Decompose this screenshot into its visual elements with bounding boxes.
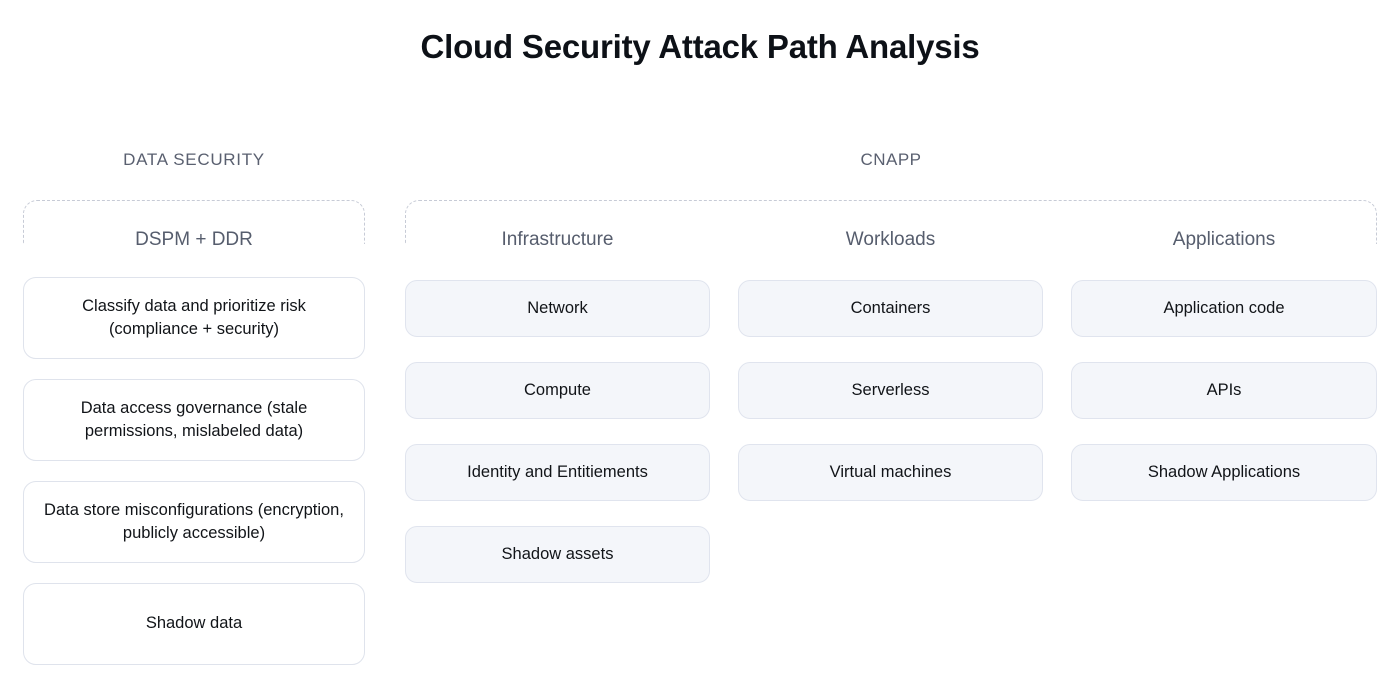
card-compute[interactable]: Compute xyxy=(405,362,710,419)
card-serverless[interactable]: Serverless xyxy=(738,362,1043,419)
card-virtual-machines[interactable]: Virtual machines xyxy=(738,444,1043,501)
card-data-store-misconfigurations[interactable]: Data store misconfigurations (encryption… xyxy=(23,481,365,563)
card-identity-and-entitlements[interactable]: Identity and Entitiements xyxy=(405,444,710,501)
group-header-data-security: DATA SECURITY xyxy=(123,150,265,169)
column-label-infrastructure: Infrastructure xyxy=(501,229,614,250)
card-classify-data[interactable]: Classify data and prioritize risk (compl… xyxy=(23,277,365,359)
column-dspm-ddr: Classify data and prioritize risk (compl… xyxy=(23,277,365,665)
page-title: Cloud Security Attack Path Analysis xyxy=(420,28,980,65)
card-containers[interactable]: Containers xyxy=(738,280,1043,337)
card-data-access-governance[interactable]: Data access governance (stale permission… xyxy=(23,379,365,461)
card-shadow-data[interactable]: Shadow data xyxy=(23,583,365,665)
column-infrastructure: Network Compute Identity and Entitiement… xyxy=(405,280,710,583)
card-application-code[interactable]: Application code xyxy=(1071,280,1377,337)
column-applications: Application code APIs Shadow Application… xyxy=(1071,280,1377,501)
column-label-applications: Applications xyxy=(1172,229,1276,250)
column-label-dspm-ddr: DSPM + DDR xyxy=(135,229,253,250)
column-workloads: Containers Serverless Virtual machines xyxy=(738,280,1043,501)
group-header-cnapp: CNAPP xyxy=(860,150,922,169)
card-apis[interactable]: APIs xyxy=(1071,362,1377,419)
column-label-workloads: Workloads xyxy=(845,229,936,250)
card-shadow-applications[interactable]: Shadow Applications xyxy=(1071,444,1377,501)
card-shadow-assets[interactable]: Shadow assets xyxy=(405,526,710,583)
card-network[interactable]: Network xyxy=(405,280,710,337)
